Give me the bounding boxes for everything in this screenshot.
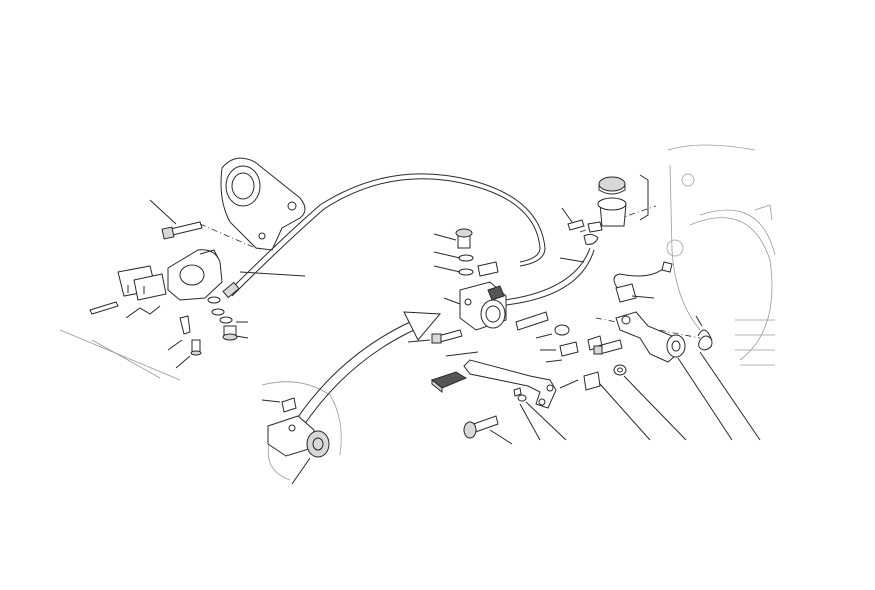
master-cylinder-bolt bbox=[407, 329, 463, 344]
rear-brake-hose bbox=[222, 173, 546, 299]
caliper-bolt bbox=[149, 199, 203, 240]
reservoir-hose bbox=[504, 247, 595, 306]
brake-light-switch bbox=[613, 261, 673, 303]
engine-case-outline bbox=[666, 144, 776, 366]
axis-caliper bbox=[199, 223, 261, 251]
return-spring bbox=[695, 315, 713, 351]
pedal-screws bbox=[587, 335, 623, 355]
master-cylinder-detail bbox=[261, 397, 330, 485]
pedal-bushing bbox=[583, 364, 627, 391]
reservoir-screw bbox=[561, 207, 599, 245]
brake-pads bbox=[117, 265, 167, 301]
assembly-arrow bbox=[295, 311, 442, 429]
brake-pedal-lever bbox=[463, 359, 557, 409]
fluid-reservoir bbox=[587, 174, 649, 233]
banjo-fitting-caliper bbox=[207, 296, 238, 341]
leader-lines-right bbox=[445, 351, 761, 441]
pedal-spacer bbox=[513, 387, 527, 402]
caliper-bracket bbox=[220, 157, 306, 251]
rear-master-cylinder bbox=[443, 281, 507, 331]
pedal-pivot-bolt bbox=[463, 415, 513, 445]
pad-pin bbox=[89, 301, 161, 319]
pedal-rubber-pad bbox=[430, 371, 468, 394]
bleed-valve bbox=[179, 315, 202, 356]
rear-brake-caliper bbox=[167, 249, 223, 301]
push-rod bbox=[515, 311, 579, 363]
leader-lines-left bbox=[59, 271, 306, 381]
pedal-pivot-bracket bbox=[615, 311, 686, 363]
banjo-fitting-master bbox=[433, 228, 499, 277]
